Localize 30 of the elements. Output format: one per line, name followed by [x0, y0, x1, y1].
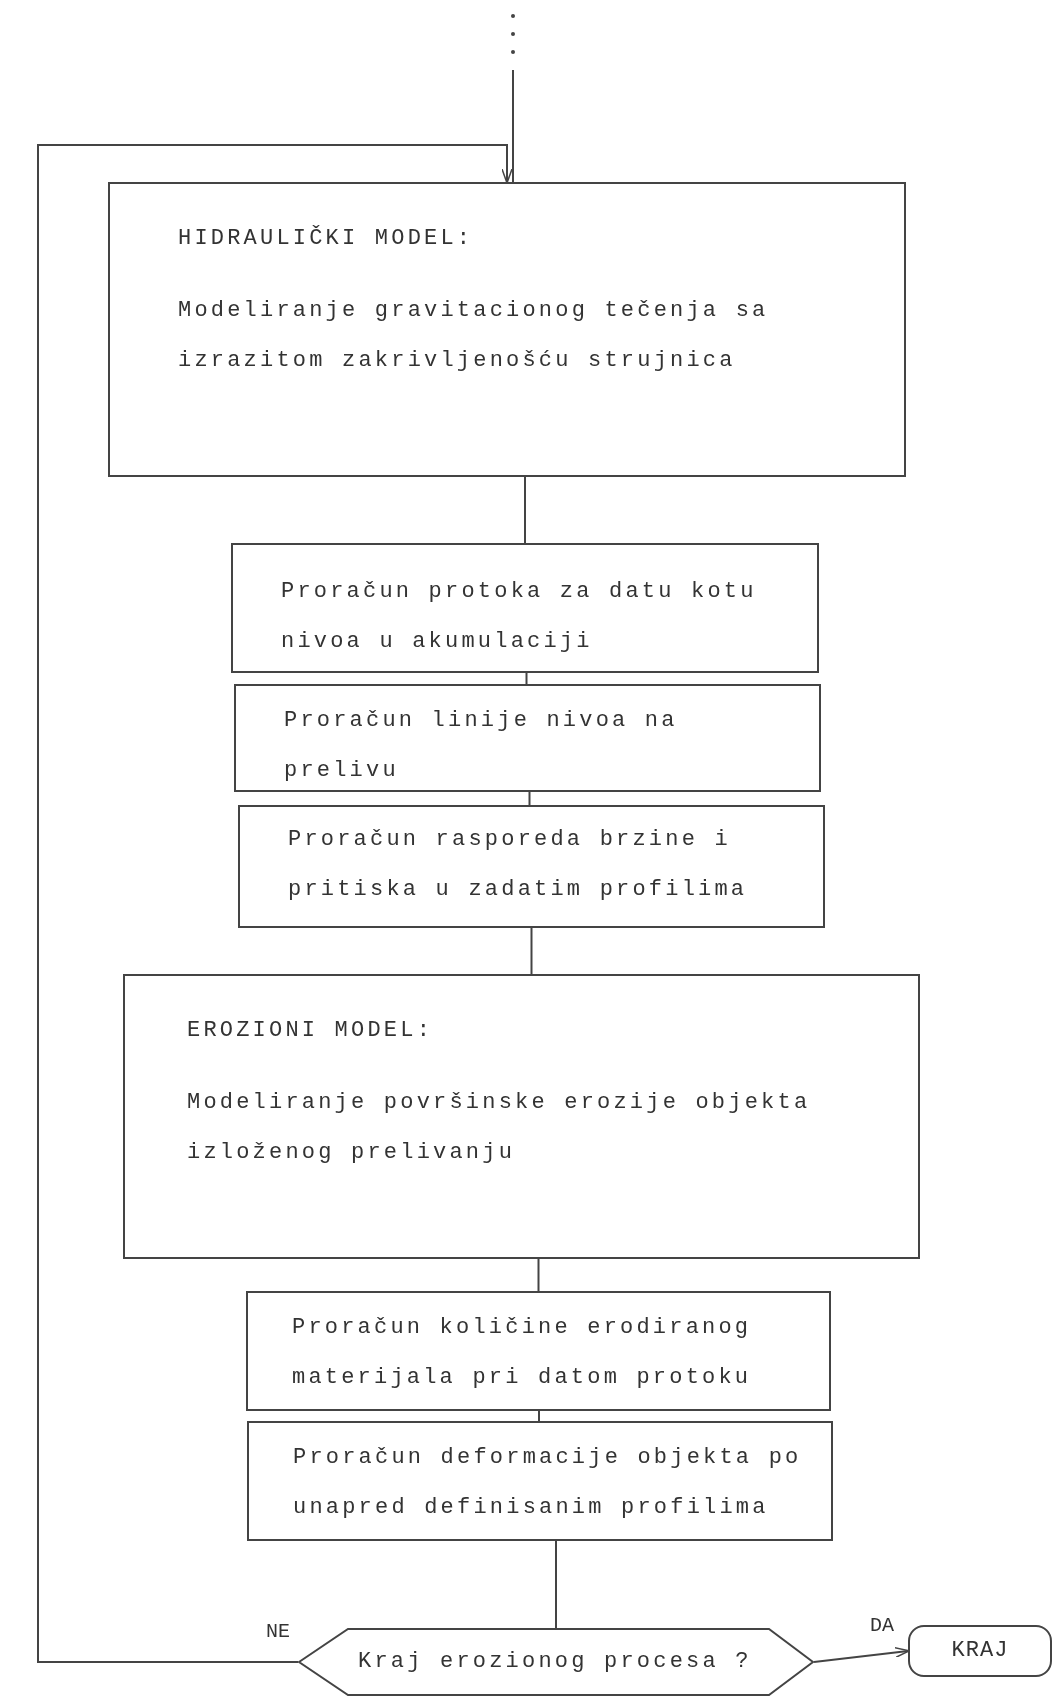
node-text: KRAJ — [951, 1637, 1009, 1665]
heading-text: EROZIONI MODEL: — [187, 1017, 435, 1045]
connector-line — [525, 672, 528, 685]
connector-line — [537, 1258, 540, 1292]
arrow — [37, 144, 513, 1663]
process-box — [238, 805, 825, 928]
node-text: Modeliranje površinske erozije objekta izloženog prelivanju — [187, 1089, 812, 1167]
model-box — [108, 182, 906, 477]
process-box — [247, 1421, 833, 1541]
process-box — [231, 543, 819, 673]
node-text: Kraj erozionog procesa ? — [358, 1648, 753, 1676]
terminal-box — [908, 1625, 1052, 1677]
process-box — [246, 1291, 831, 1411]
connector-line — [524, 476, 526, 544]
arrow — [813, 1646, 910, 1663]
node-text: Proračun količine erodiranog materijala pri datom protoku — [292, 1314, 753, 1392]
process-box — [234, 684, 821, 792]
node-text: Proračun linije nivoa na prelivu — [284, 707, 679, 785]
decision-hexagon — [298, 1628, 814, 1696]
connector-line — [512, 69, 514, 183]
model-box — [123, 974, 920, 1259]
heading-text: HIDRAULIČKI MODEL: — [178, 224, 475, 253]
node-text: Proračun protoka za datu kotu nivoa u akumulaciji — [281, 578, 758, 656]
connector-line — [530, 927, 533, 975]
connector-line — [528, 791, 531, 806]
node-text: Modeliranje gravitacionog tečenja sa izrazitom zakrivljenošću strujnica — [178, 297, 770, 375]
connector-line — [538, 1410, 540, 1422]
connector-line — [555, 1540, 557, 1629]
node-text: Proračun deformacije objekta po unapred definisanim profilima — [293, 1444, 803, 1522]
node-text: Proračun rasporeda brzine i pritiska u zadatim profilima — [288, 826, 749, 904]
